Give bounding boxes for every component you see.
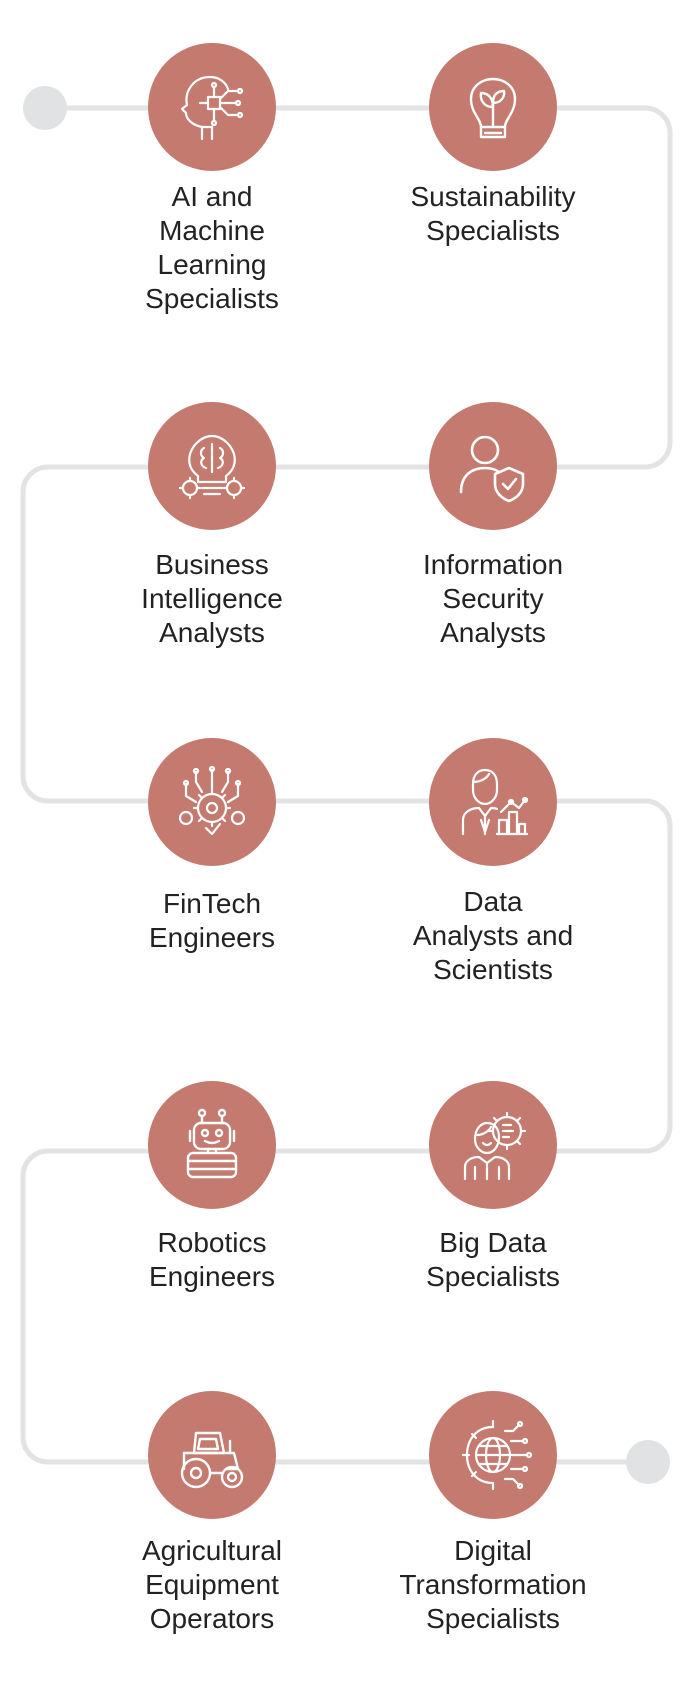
eco-lightbulb-icon [469, 77, 517, 139]
label-agricultural: Agricultural Equipment Operators [141, 1535, 283, 1634]
end-dot [626, 1440, 670, 1484]
globe-gear-icon [461, 1419, 533, 1491]
node-big-data [429, 1081, 557, 1209]
label-fintech: FinTech Engineers [148, 888, 276, 953]
label-sustainability: Sustainability Specialists [410, 181, 576, 246]
label-robotics: Robotics Engineers [148, 1227, 276, 1292]
node-robotics [148, 1081, 276, 1209]
node-agricultural [148, 1391, 276, 1519]
winding-line [20, 105, 673, 1465]
gear-circuit-icon [178, 765, 246, 836]
start-dot [23, 86, 67, 130]
person-gear-icon [463, 1111, 527, 1181]
node-information-security [429, 402, 557, 530]
tractor-icon [180, 1431, 244, 1489]
label-information-security: Information Security Analysts [422, 549, 564, 648]
node-business-intelligence [148, 402, 276, 530]
ai-brain-circuit-icon [180, 75, 244, 141]
label-ai-ml: AI and Machine Learning Specialists [145, 181, 279, 314]
analyst-chart-icon [461, 768, 529, 836]
node-ai-ml [148, 43, 276, 171]
brain-gears-icon [178, 434, 246, 500]
user-shield-icon [459, 435, 525, 503]
node-sustainability [429, 43, 557, 171]
label-business-intelligence: Business Intelligence Analysts [141, 549, 283, 648]
node-digital-transformation [429, 1391, 557, 1519]
label-data-analysts: Data Analysts and Scientists [412, 886, 574, 985]
label-big-data: Big Data Specialists [426, 1227, 560, 1292]
robot-icon [186, 1108, 238, 1179]
label-digital-transformation: Digital Transformation Specialists [399, 1535, 587, 1634]
node-fintech [148, 738, 276, 866]
node-data-analysts [429, 738, 557, 866]
